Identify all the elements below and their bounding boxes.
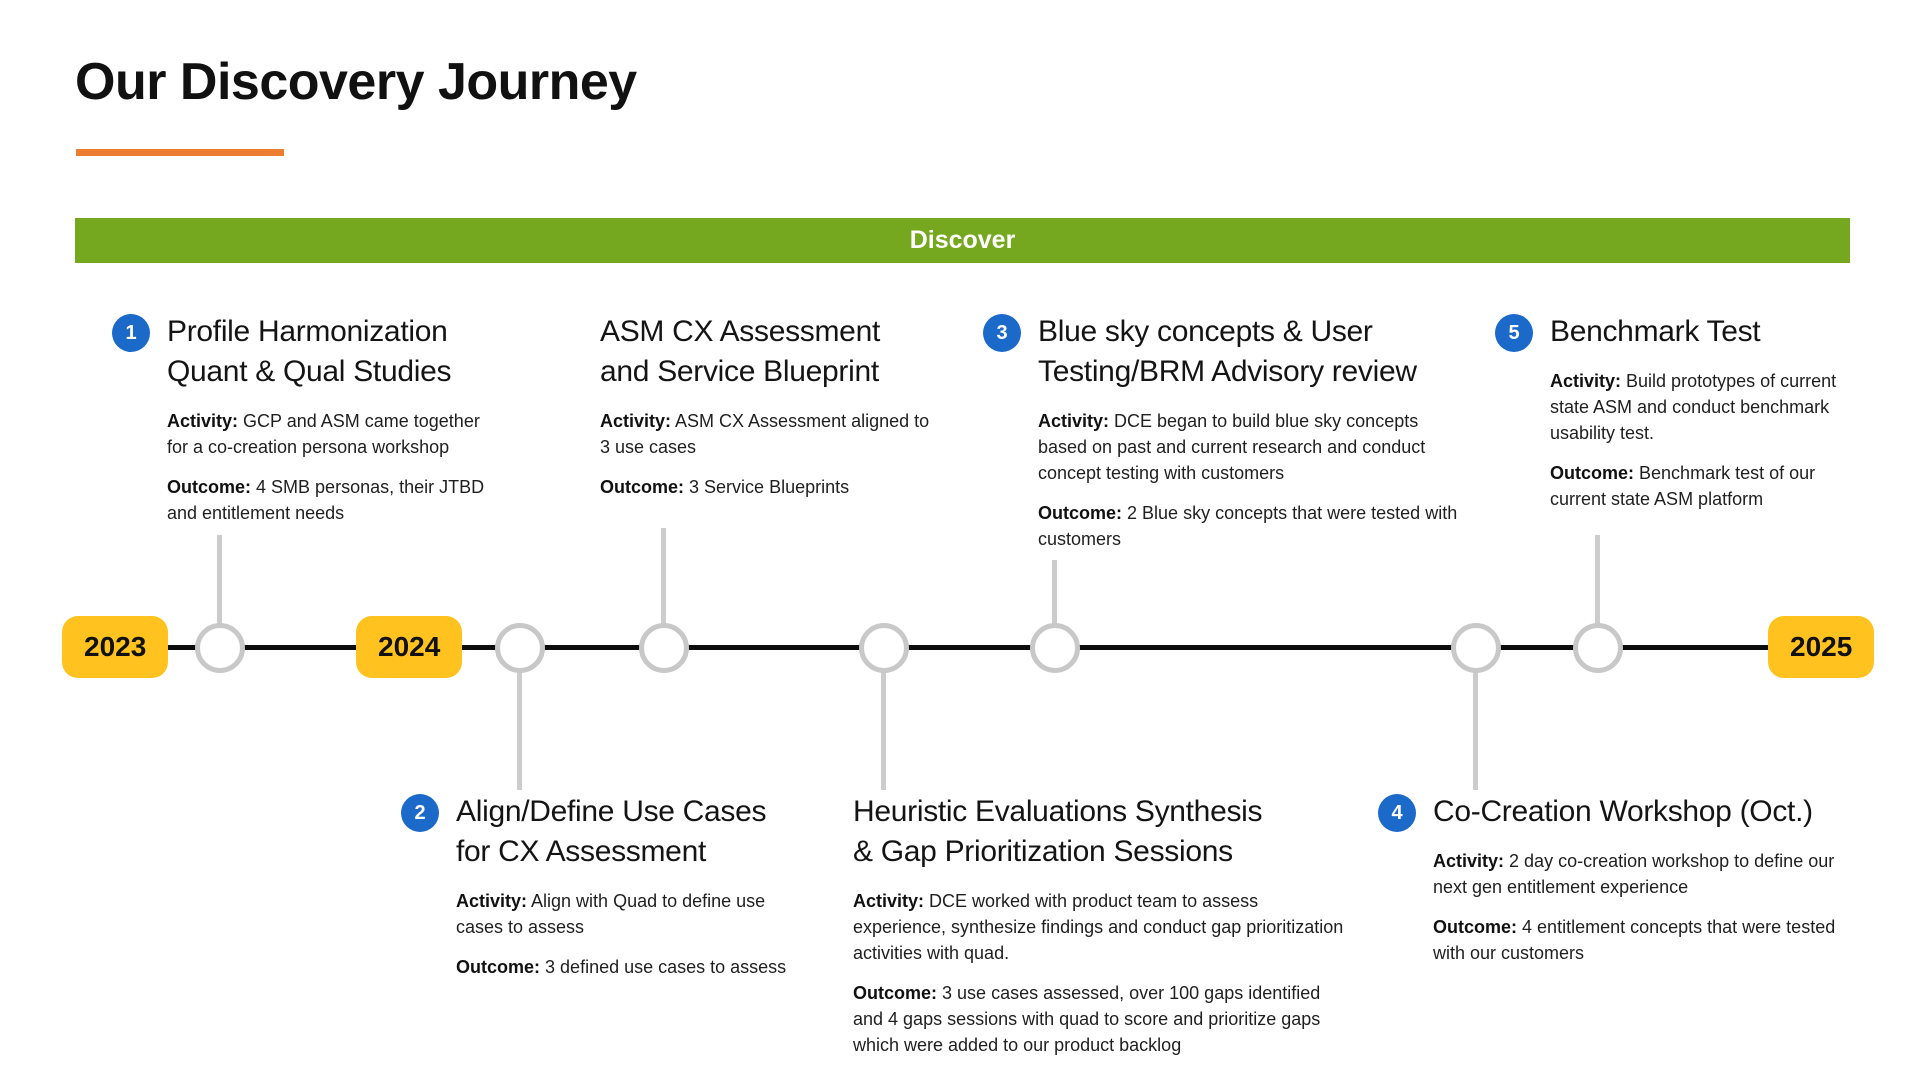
milestone-outcome: Outcome: 3 defined use cases to assess (456, 954, 796, 980)
outcome-label: Outcome: (1038, 503, 1123, 523)
outcome-label: Outcome: (600, 477, 685, 497)
connector-co-creation (1473, 648, 1478, 790)
timeline-node-4 (859, 623, 909, 673)
activity-label: Activity: (600, 411, 672, 431)
milestone-number-badge: 2 (401, 794, 439, 832)
milestone-title: Profile Harmonization Quant & Qual Studi… (167, 315, 452, 388)
year-badge-2025: 2025 (1768, 616, 1875, 678)
milestone-activity: Activity: ASM CX Assessment aligned to 3… (600, 408, 935, 460)
milestone-outcome: Outcome: 3 use cases assessed, over 100 … (853, 980, 1353, 1058)
outcome-label: Outcome: (1550, 463, 1635, 483)
activity-text: 2 day co-creation workshop to define our… (1433, 851, 1835, 897)
milestone-number-badge: 3 (983, 314, 1021, 352)
year-badge-2024: 2024 (356, 616, 463, 678)
activity-text: ASM CX Assessment aligned to 3 use cases (600, 411, 930, 457)
activity-text: GCP and ASM came together for a co-creat… (167, 411, 480, 457)
connector-asm-cx (661, 528, 666, 648)
milestone-asm-cx-assessment: ASM CX Assessment and Service Blueprint … (600, 312, 935, 514)
activity-label: Activity: (1550, 371, 1622, 391)
milestone-outcome: Outcome: 2 Blue sky concepts that were t… (1038, 500, 1458, 552)
outcome-text: 3 defined use cases to assess (545, 957, 787, 977)
outcome-text: 4 entitlement concepts that were tested … (1433, 917, 1836, 963)
discover-phase-banner: Discover (75, 218, 1850, 263)
connector-heuristic (881, 648, 886, 790)
activity-text: DCE worked with product team to assess e… (853, 891, 1344, 963)
outcome-label: Outcome: (1433, 917, 1518, 937)
milestone-co-creation-workshop: 4 Co-Creation Workshop (Oct.) Activity: … (1378, 792, 1868, 980)
outcome-label: Outcome: (167, 477, 252, 497)
activity-label: Activity: (167, 411, 239, 431)
milestone-outcome: Outcome: 4 SMB personas, their JTBD and … (167, 474, 502, 526)
milestone-title: Benchmark Test (1550, 315, 1761, 348)
milestone-title: Co-Creation Workshop (Oct.) (1433, 795, 1813, 828)
connector-benchmark (1595, 535, 1600, 648)
outcome-text: 2 Blue sky concepts that were tested wit… (1038, 503, 1458, 549)
activity-text: Build prototypes of current state ASM an… (1550, 371, 1837, 443)
title-underline-accent (76, 149, 284, 156)
milestone-title: Blue sky concepts & User Testing/BRM Adv… (1038, 315, 1417, 388)
timeline-node-3 (639, 623, 689, 673)
outcome-label: Outcome: (456, 957, 541, 977)
milestone-title: Align/Define Use Cases for CX Assessment (456, 795, 767, 868)
timeline-node-1 (195, 623, 245, 673)
outcome-text: 3 Service Blueprints (689, 477, 850, 497)
milestone-number-badge: 5 (1495, 314, 1533, 352)
connector-profile-harmonization (217, 535, 222, 648)
outcome-text: Benchmark test of our current state ASM … (1550, 463, 1816, 509)
outcome-text: 3 use cases assessed, over 100 gaps iden… (853, 983, 1321, 1055)
connector-blue-sky (1052, 560, 1057, 648)
timeline-node-7 (1573, 623, 1623, 673)
milestone-activity: Activity: Align with Quad to define use … (456, 888, 796, 940)
milestone-outcome: Outcome: 3 Service Blueprints (600, 474, 935, 500)
milestone-profile-harmonization: 1 Profile Harmonization Quant & Qual Stu… (112, 312, 502, 540)
discover-phase-label: Discover (909, 226, 1016, 254)
milestone-title: ASM CX Assessment and Service Blueprint (600, 315, 880, 388)
activity-text: Align with Quad to define use cases to a… (456, 891, 766, 937)
milestone-activity: Activity: 2 day co-creation workshop to … (1433, 848, 1868, 900)
activity-text: DCE began to build blue sky concepts bas… (1038, 411, 1426, 483)
milestone-activity: Activity: GCP and ASM came together for … (167, 408, 502, 460)
milestone-activity: Activity: DCE worked with product team t… (853, 888, 1353, 966)
outcome-text: 4 SMB personas, their JTBD and entitleme… (167, 477, 485, 523)
milestone-activity: Activity: DCE began to build blue sky co… (1038, 408, 1458, 486)
connector-align-define (517, 648, 522, 790)
milestone-align-define-use-cases: 2 Align/Define Use Cases for CX Assessme… (401, 792, 796, 994)
timeline-node-2 (495, 623, 545, 673)
page-title: Our Discovery Journey (75, 53, 637, 111)
milestone-outcome: Outcome: Benchmark test of our current s… (1550, 460, 1865, 512)
milestone-outcome: Outcome: 4 entitlement concepts that wer… (1433, 914, 1868, 966)
milestone-number-badge: 1 (112, 314, 150, 352)
activity-label: Activity: (1433, 851, 1505, 871)
milestone-number-badge: 4 (1378, 794, 1416, 832)
timeline-line (95, 645, 1825, 650)
timeline-node-5 (1030, 623, 1080, 673)
milestone-heuristic-evaluations: Heuristic Evaluations Synthesis & Gap Pr… (853, 792, 1353, 1072)
milestone-blue-sky-concepts: 3 Blue sky concepts & User Testing/BRM A… (983, 312, 1458, 566)
milestone-benchmark-test: 5 Benchmark Test Activity: Build prototy… (1495, 312, 1865, 526)
activity-label: Activity: (853, 891, 925, 911)
timeline-node-6 (1451, 623, 1501, 673)
activity-label: Activity: (1038, 411, 1110, 431)
milestone-activity: Activity: Build prototypes of current st… (1550, 368, 1865, 446)
milestone-title: Heuristic Evaluations Synthesis & Gap Pr… (853, 795, 1263, 868)
activity-label: Activity: (456, 891, 528, 911)
year-badge-2023: 2023 (62, 616, 169, 678)
outcome-label: Outcome: (853, 983, 938, 1003)
